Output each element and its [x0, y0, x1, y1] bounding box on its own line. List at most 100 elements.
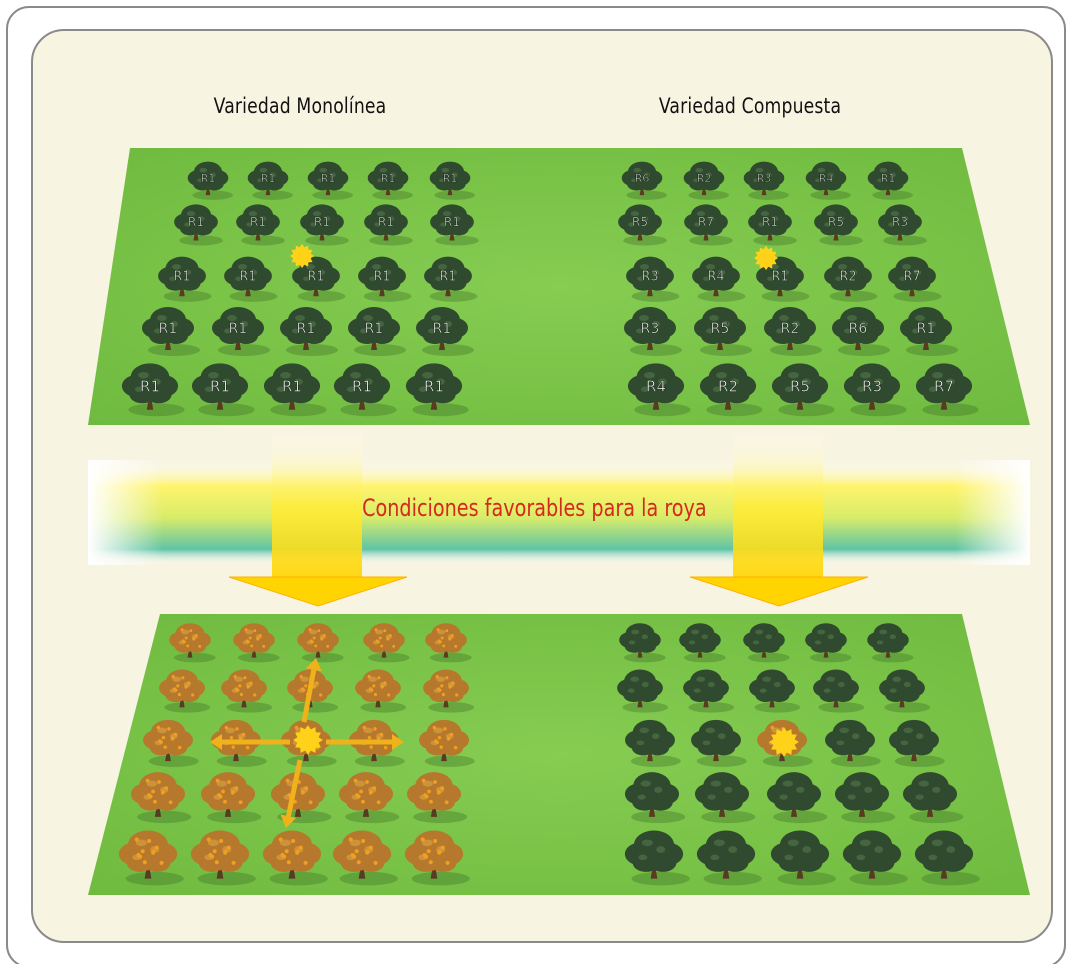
monoline-top-tree: R1 — [430, 204, 479, 246]
monoline-top-tree: R1 — [405, 363, 469, 417]
composite-bottom-tree — [749, 669, 801, 713]
tree-label: R1 — [159, 321, 178, 337]
tree-label: R5 — [828, 215, 844, 229]
tree-label: R6 — [849, 321, 868, 337]
composite-bottom-tree — [879, 669, 931, 713]
monoline-bottom-tree — [262, 830, 328, 886]
composite-top-tree: R5 — [814, 204, 863, 246]
composite-bottom-tree — [743, 623, 790, 663]
composite-top-tree: R2 — [764, 307, 822, 356]
composite-bottom-tree — [691, 719, 747, 767]
tree-label: R1 — [239, 270, 256, 285]
tree-label: R2 — [697, 172, 712, 185]
tree-label: R3 — [862, 377, 882, 395]
composite-bottom-tree — [914, 830, 980, 886]
monoline-bottom-tree — [338, 772, 400, 824]
composite-top-tree: R3 — [743, 161, 789, 200]
tree-label: R2 — [781, 321, 800, 337]
monoline-top-tree: R1 — [263, 363, 327, 417]
composite-top-tree: R5 — [618, 204, 667, 246]
tree-label: R1 — [433, 321, 452, 337]
monoline-top-tree: R1 — [367, 161, 413, 200]
tree-label: R1 — [352, 377, 372, 395]
left-down-arrow — [228, 433, 408, 607]
tree-label: R1 — [250, 215, 266, 229]
monoline-spread-rust-icon — [293, 725, 323, 755]
tree-label: R1 — [282, 377, 302, 395]
tree-label: R1 — [229, 321, 248, 337]
monoline-bottom-tree — [404, 830, 470, 886]
composite-bottom-tree — [625, 719, 681, 767]
monoline-top-tree: R1 — [142, 307, 200, 356]
monoline-top-tree: R1 — [236, 204, 285, 246]
composite-bottom-tree — [902, 772, 964, 824]
composite-bottom-tree — [770, 830, 836, 886]
tree-label: R1 — [297, 321, 316, 337]
composite-top-tree: R2 — [699, 363, 763, 417]
composite-bottom-tree — [867, 623, 914, 663]
tree-label: R2 — [718, 377, 738, 395]
tree-label: R1 — [210, 377, 230, 395]
tree-label: R5 — [711, 321, 730, 337]
tree-label: R1 — [307, 270, 324, 285]
composite-top-tree: R3 — [843, 363, 907, 417]
banner-text: Condiciones favorables para la roya — [362, 494, 707, 522]
monoline-bottom-tree — [363, 623, 410, 663]
composite-bottom-tree — [813, 669, 865, 713]
tree-label: R1 — [365, 321, 384, 337]
composite-initial-rust-icon — [753, 245, 779, 271]
monoline-top-tree: R1 — [187, 161, 233, 200]
spread-arrow-down-icon — [280, 759, 303, 828]
monoline-bottom-tree — [406, 772, 468, 824]
monoline-top-tree: R1 — [429, 161, 475, 200]
tree-label: R1 — [314, 215, 330, 229]
monoline-top-tree: R1 — [174, 204, 223, 246]
spread-arrow-left-icon — [210, 734, 290, 750]
composite-bottom-tree — [694, 772, 756, 824]
tree-label: R1 — [321, 172, 336, 185]
monoline-bottom-tree — [118, 830, 184, 886]
composite-top-tree: R5 — [771, 363, 835, 417]
tree-label: R3 — [641, 270, 658, 285]
monoline-top-tree: R1 — [247, 161, 293, 200]
composite-top-tree: R7 — [915, 363, 979, 417]
monoline-bottom-tree — [159, 669, 211, 713]
composite-bottom-tree — [889, 719, 945, 767]
composite-top-tree: R5 — [694, 307, 752, 356]
spread-arrow-up-icon — [301, 658, 322, 723]
monoline-initial-rust-icon — [289, 243, 315, 269]
composite-top-tree: R7 — [684, 204, 733, 246]
tree-label: R1 — [378, 215, 394, 229]
tree-label: R4 — [646, 377, 666, 395]
monoline-bottom-tree — [355, 669, 407, 713]
monoline-bottom-tree — [297, 623, 344, 663]
composite-top-tree: R7 — [888, 256, 942, 302]
monoline-top-tree: R1 — [158, 256, 212, 302]
monoline-top-tree: R1 — [348, 307, 406, 356]
tree-label: R7 — [903, 270, 920, 285]
tree-label: R1 — [373, 270, 390, 285]
composite-top-tree: R6 — [621, 161, 667, 200]
composite-bottom-tree — [834, 772, 896, 824]
tree-label: R1 — [881, 172, 896, 185]
tree-label: R1 — [771, 270, 788, 285]
tree-label: R5 — [632, 215, 648, 229]
composite-bottom-tree — [679, 623, 726, 663]
composite-top-tree: R3 — [878, 204, 927, 246]
monoline-bottom-tree — [425, 623, 472, 663]
spread-arrow-right-icon — [326, 734, 404, 750]
monoline-bottom-tree — [190, 830, 256, 886]
spread-arrows — [210, 658, 404, 828]
tree-label: R6 — [635, 172, 650, 185]
tree-label: R4 — [707, 270, 724, 285]
tree-label: R1 — [762, 215, 778, 229]
composite-top-tree: R1 — [900, 307, 958, 356]
tree-label: R1 — [424, 377, 444, 395]
monoline-bottom-tree — [143, 719, 199, 767]
composite-top-tree: R4 — [805, 161, 851, 200]
monoline-bottom-tree — [233, 623, 280, 663]
composite-bottom-tree — [624, 830, 690, 886]
